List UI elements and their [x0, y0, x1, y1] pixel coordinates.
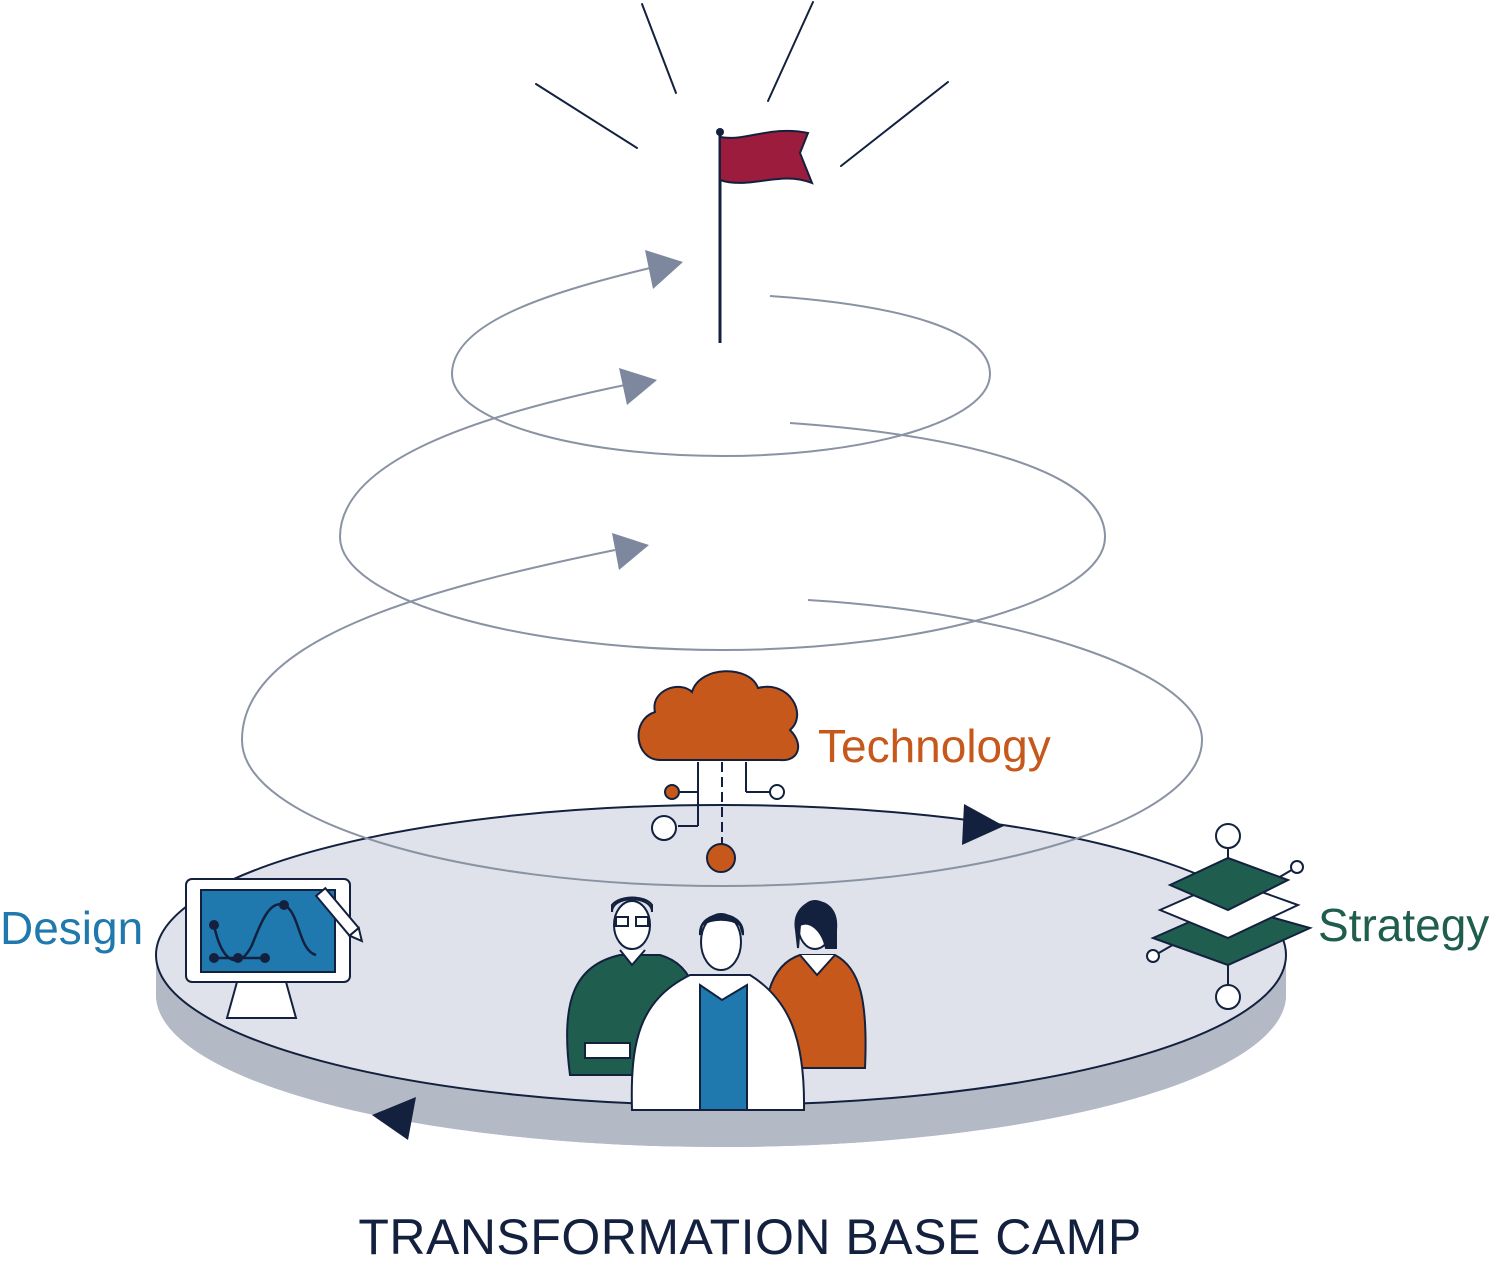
platform-arrow-right — [962, 804, 1004, 845]
people-group-icon — [566, 896, 867, 1111]
spiral-arrows — [612, 250, 683, 570]
design-label: Design — [0, 902, 144, 954]
layers-icon — [1146, 823, 1313, 1010]
flag-icon — [716, 128, 814, 343]
cloud-network-icon — [637, 670, 800, 873]
page-title: TRANSFORMATION BASE CAMP — [358, 1209, 1142, 1265]
pencil-icon — [314, 886, 364, 943]
platform-arrow-left — [372, 1097, 416, 1140]
sun-rays — [535, 1, 949, 167]
strategy-label: Strategy — [1318, 899, 1490, 951]
technology-label: Technology — [818, 720, 1051, 772]
spiral-path — [240, 267, 1204, 888]
monitor-drawing-icon — [185, 878, 364, 1019]
